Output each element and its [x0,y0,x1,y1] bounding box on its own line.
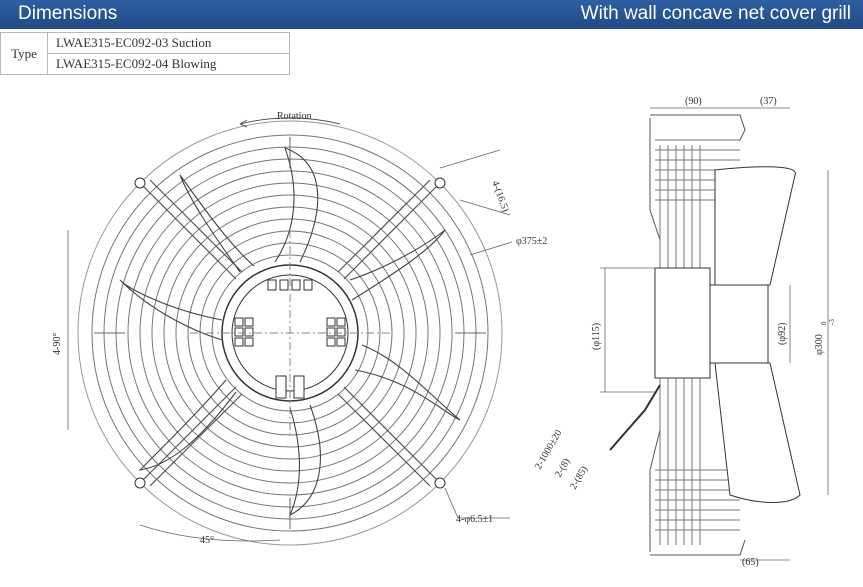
dim-holes: 4-φ6.5±1 [456,514,493,525]
rotation-label: Rotation [277,111,311,122]
dim-diameter-front: φ375±2 [516,236,547,247]
guard-bottom-flange [650,539,746,556]
cable [609,384,661,451]
dim-hub-right: (φ92) [777,323,788,345]
dim-top-left: (90) [685,96,702,107]
dim-tol-upper: 0 [820,321,828,325]
type-row-1: Type LWAE315-EC092-03 Suction [0,32,290,75]
dim-angle-45: 45° [200,535,214,546]
motor-hub [709,284,769,364]
dim-cable-2: 2-(8) [553,457,573,480]
page-title: Dimensions [18,3,118,24]
type-label: Type [0,32,48,75]
motor-body [654,267,711,379]
dim-slot: 4-(16.5) [489,179,510,213]
rotation-arc [239,117,341,125]
dim-tol-lower: -3 [828,319,836,325]
outer-ring [77,120,503,546]
dim-top-right: (37) [760,96,777,107]
type-table: Type LWAE315-EC092-03 Suction LWAE315-EC… [0,32,290,75]
dim-side-diameter: φ300 [814,334,825,355]
header-bar: Dimensions With wall concave net cover g… [0,0,863,29]
center-lines [190,230,390,436]
fan-blades [119,147,461,517]
dim-cable-3: 2-(85) [568,464,590,491]
type-row-2: LWAE315-EC092-04 Blowing [1,53,290,75]
side-dim-lines [600,107,829,561]
front-leaders [67,149,513,542]
page-subtitle: With wall concave net cover grill [580,3,851,24]
front-view [67,117,513,546]
rotation-arrow [239,119,248,128]
dim-hub-left: (φ115) [591,323,602,350]
dim-bottom: (65) [742,557,759,568]
dim-angle-90: 4-90° [52,333,63,355]
blade-side-bottom [714,362,801,503]
guard-top-flange [650,114,746,141]
mounting-holes [134,177,446,489]
blade-side-top [714,166,796,286]
model-blowing: LWAE315-EC092-04 Blowing [47,53,290,75]
side-view [600,107,829,561]
hub-vents [234,279,346,399]
